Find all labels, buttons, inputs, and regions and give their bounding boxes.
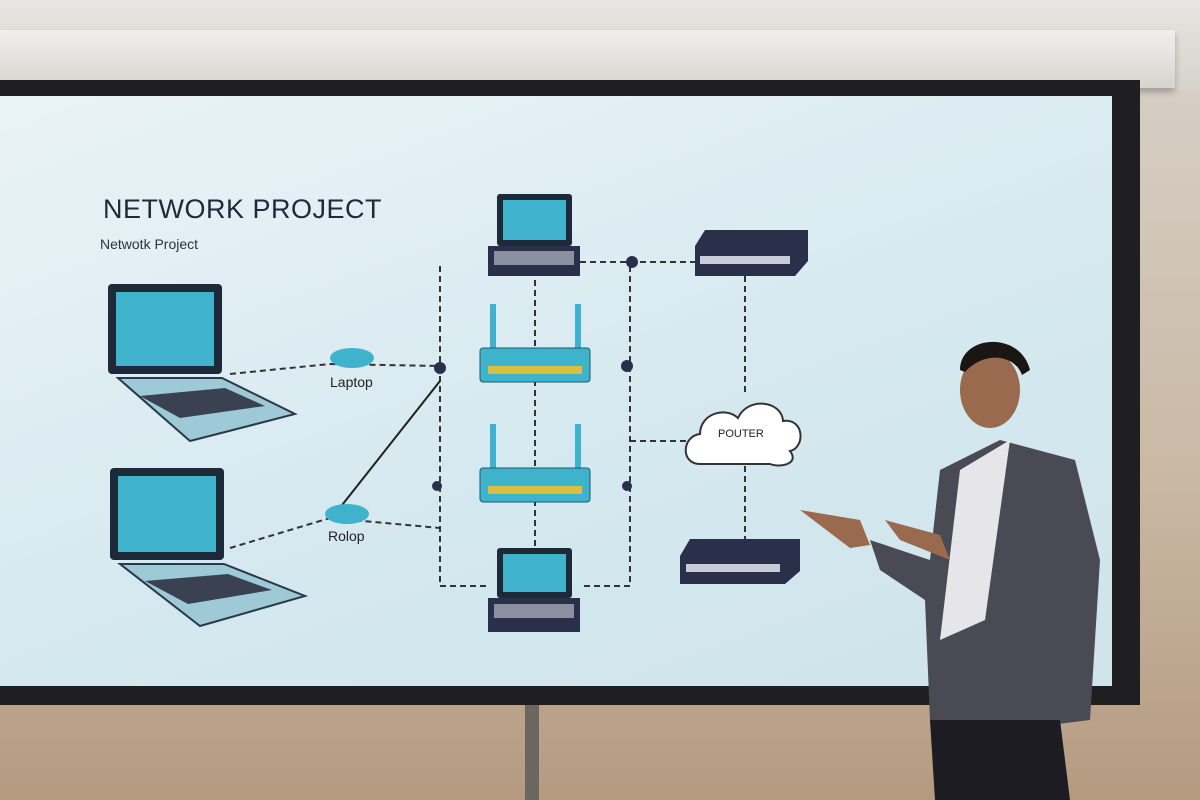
router-label-top: Laptop [330,374,373,390]
laptop-icon-bottom [488,548,580,632]
router-label-bottom: Rolop [328,528,365,544]
laptop-icon-2 [110,468,309,628]
switch-icon-1 [695,230,808,276]
laptop-icon-1 [108,284,298,443]
cloud-label: POUTER [718,428,764,440]
router-icon-1 [330,348,374,368]
laptop-icon-top [488,194,580,276]
switch-icon-2 [680,539,800,584]
screen-support-pole [525,705,539,800]
network-diagram [108,194,808,632]
access-point-icon-2 [479,424,591,503]
access-point-icon-1 [479,304,591,383]
cloud-icon [684,402,802,467]
router-icon-2 [325,504,369,524]
slide-title: NETWORK PROJECT [103,194,383,224]
projector-screen-housing [0,30,1175,88]
slide-subtitle: Netwotk Project [100,236,199,252]
